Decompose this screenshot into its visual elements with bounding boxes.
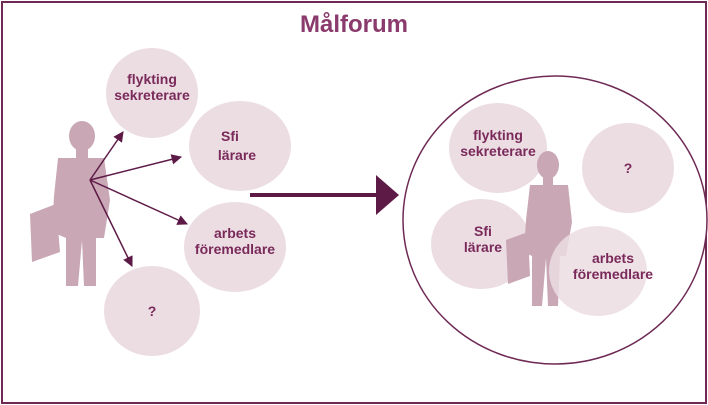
right-bubble-unknown-label: ? [624, 160, 633, 176]
left-bubble-sfi-teacher-line2: lärare [218, 147, 256, 163]
arrow-to-employment-officer [89, 179, 188, 225]
right-bubble-refugee-officer-line1: flykting [473, 127, 523, 143]
left-bubble-refugee-officer-line1: flykting [127, 71, 177, 87]
left-bubble-unknown-label: ? [148, 303, 157, 319]
right-bubble-sfi-teacher-line2: lärare [464, 239, 502, 255]
right-bubble-refugee-officer-line2: sekreterare [460, 143, 536, 159]
left-person-silhouette [30, 121, 110, 286]
transition-arrow [250, 175, 399, 215]
left-bubble-unknown: ? [104, 266, 200, 356]
left-bubble-refugee-officer: flykting sekreterare [106, 48, 198, 138]
right-bubble-sfi-teacher-line1: Sfi [474, 223, 492, 239]
left-bubble-refugee-officer-line2: sekreterare [114, 87, 190, 103]
right-bubble-employment-officer-line2: föremedlare [573, 266, 653, 282]
right-person-silhouette [506, 151, 572, 306]
right-bubble-employment-officer: arbets föremedlare [549, 226, 653, 316]
arrow-to-refugee-officer [89, 131, 124, 181]
left-bubble-employment-officer-line1: arbets [214, 225, 256, 241]
left-bubble-sfi-teacher: Sfi lärare [189, 101, 291, 191]
right-bubble-employment-officer-line1: arbets [592, 250, 634, 266]
right-bubble-sfi-teacher: Sfi lärare [431, 199, 531, 289]
arrow-to-unknown [89, 179, 133, 267]
left-bubble-sfi-teacher-line1: Sfi [221, 128, 239, 144]
arrow-to-sfi-teacher [89, 154, 183, 181]
right-bubble-unknown: ? [582, 123, 674, 213]
right-bubble-refugee-officer: flykting sekreterare [449, 103, 547, 193]
left-bubble-employment-officer: arbets föremedlare [184, 202, 286, 292]
diagram-title: Målforum [300, 11, 408, 38]
left-arrows [89, 131, 188, 267]
left-bubble-employment-officer-line2: föremedlare [195, 241, 275, 257]
